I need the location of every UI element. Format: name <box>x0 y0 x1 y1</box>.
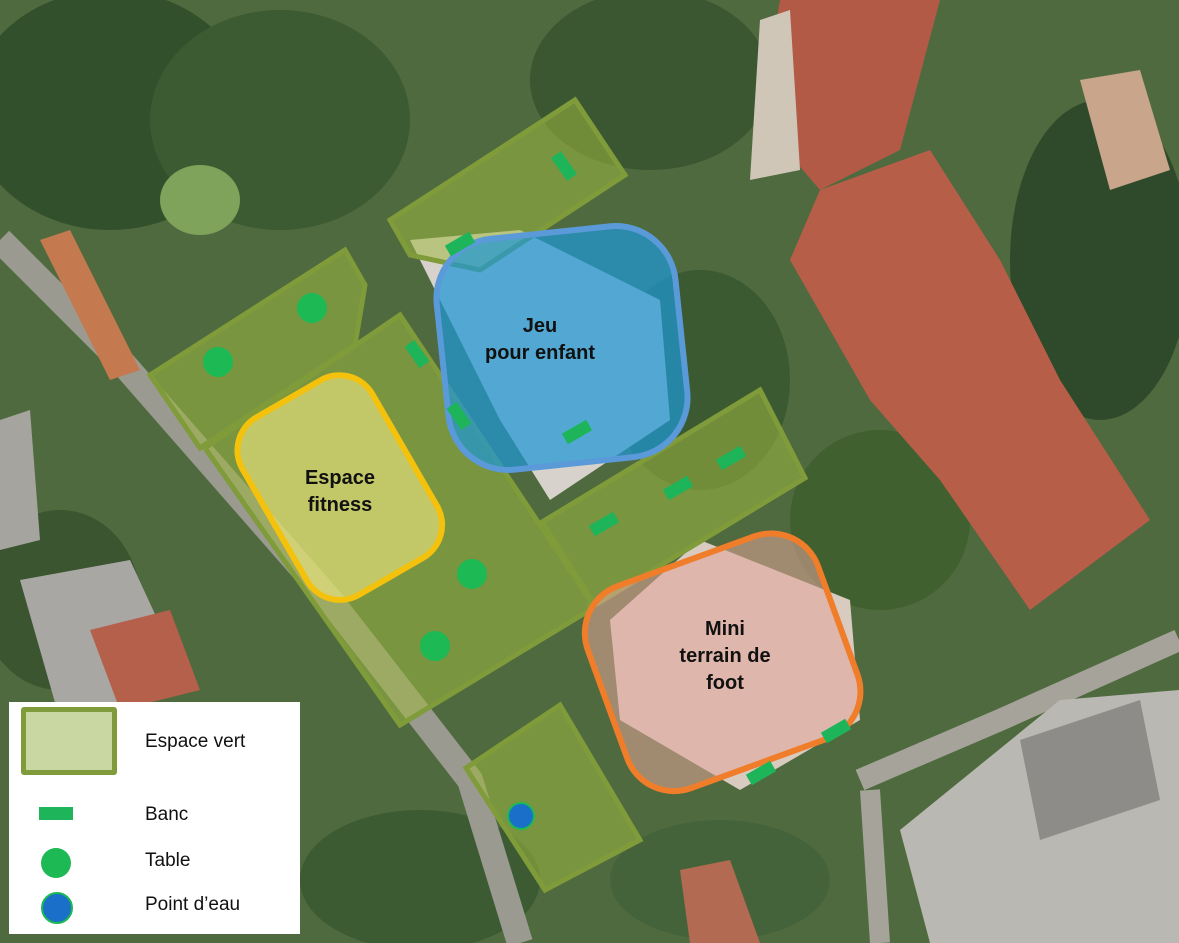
legend-label-banc: Banc <box>145 804 189 825</box>
label-foot-line2: terrain de <box>679 645 771 667</box>
zone-espace-fitness <box>234 372 446 603</box>
bench-icon <box>404 339 430 369</box>
label-fitness-line2: fitness <box>307 494 373 516</box>
label-jeu-enfant: Jeu pour enfant <box>465 313 615 367</box>
table-icon <box>203 347 233 377</box>
table-icon <box>420 631 450 661</box>
table-icon <box>297 293 327 323</box>
label-mini-foot: Mini terrain de foot <box>665 616 785 697</box>
bench-icon <box>662 475 694 501</box>
benches <box>404 151 852 786</box>
zone-mini-foot <box>581 530 864 795</box>
label-foot-line3: foot <box>706 672 744 694</box>
label-fitness-line1: Espace <box>304 467 376 489</box>
tables <box>203 293 487 661</box>
bench-icon <box>715 445 747 471</box>
bench-icon <box>588 511 620 537</box>
label-foot-line1: Mini <box>705 618 745 640</box>
bench-icon <box>551 151 577 181</box>
bench-icon <box>745 760 777 786</box>
water-point-icon <box>507 802 535 830</box>
zone-jeu-enfant <box>433 223 691 473</box>
bench-icon <box>39 807 73 820</box>
legend-label-point-eau: Point d’eau <box>145 894 241 915</box>
water-point-icon <box>41 892 73 924</box>
label-jeu-line2: pour enfant <box>485 342 595 364</box>
label-jeu-line1: Jeu <box>522 315 558 337</box>
map-legend: Espace vert Banc Table Point d’eau <box>9 702 300 934</box>
table-icon <box>41 848 71 878</box>
legend-label-espace-vert: Espace vert <box>145 731 246 752</box>
legend-row-espace-vert: Espace vert <box>9 702 300 775</box>
legend-row-point-eau: Point d’eau <box>9 886 300 926</box>
legend-row-banc: Banc <box>9 796 300 836</box>
table-icon <box>457 559 487 589</box>
green-space-south <box>462 701 644 894</box>
legend-label-table: Table <box>145 850 191 871</box>
bench-icon <box>444 231 476 257</box>
legend-row-table: Table <box>9 842 300 882</box>
label-espace-fitness: Espace fitness <box>285 465 395 519</box>
bench-icon <box>820 718 852 744</box>
green-space-swatch-icon <box>21 707 117 775</box>
green-space-north <box>386 96 629 273</box>
bench-icon <box>561 419 593 445</box>
bench-icon <box>446 401 472 431</box>
